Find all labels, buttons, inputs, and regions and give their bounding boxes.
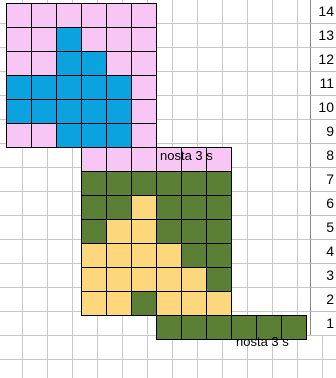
blue-cell[interactable] xyxy=(31,75,57,100)
green-cell[interactable] xyxy=(131,171,157,196)
row-number-10[interactable]: 10 xyxy=(310,95,336,119)
row-number-4[interactable]: 4 xyxy=(310,239,336,263)
green-cell[interactable] xyxy=(181,171,207,196)
blue-cell[interactable] xyxy=(6,75,32,100)
row-number-2[interactable]: 2 xyxy=(310,287,336,311)
yellow-cell[interactable] xyxy=(106,267,132,292)
row-number-6[interactable]: 6 xyxy=(310,191,336,215)
row-number-1[interactable]: 1 xyxy=(310,311,336,335)
yellow-cell[interactable] xyxy=(131,219,157,244)
blue-cell[interactable] xyxy=(56,27,82,52)
green-cell[interactable] xyxy=(156,219,182,244)
row-number-8[interactable]: 8 xyxy=(310,143,336,167)
pink-cell[interactable] xyxy=(131,99,157,124)
blue-cell[interactable] xyxy=(81,123,107,148)
yellow-cell[interactable] xyxy=(181,267,207,292)
pink-cell[interactable] xyxy=(6,27,32,52)
green-cell[interactable] xyxy=(181,219,207,244)
yellow-cell[interactable] xyxy=(156,267,182,292)
green-cell[interactable] xyxy=(106,171,132,196)
pink-cell[interactable] xyxy=(106,27,132,52)
green-cell[interactable] xyxy=(206,219,232,244)
pink-cell[interactable] xyxy=(131,3,157,28)
pause-note-row-9: nosta 3 s xyxy=(160,146,213,166)
green-cell[interactable] xyxy=(181,243,207,268)
blue-cell[interactable] xyxy=(56,51,82,76)
pink-cell[interactable] xyxy=(131,51,157,76)
row-number-12[interactable]: 12 xyxy=(310,47,336,71)
pink-cell[interactable] xyxy=(131,147,157,172)
row-number-9[interactable]: 9 xyxy=(310,119,336,143)
blue-cell[interactable] xyxy=(56,99,82,124)
pause-note-row-2: nosta 3 s xyxy=(236,332,289,352)
green-cell[interactable] xyxy=(206,267,232,292)
pink-cell[interactable] xyxy=(106,147,132,172)
pink-cell[interactable] xyxy=(81,3,107,28)
green-cell[interactable] xyxy=(106,195,132,220)
pink-cell[interactable] xyxy=(31,27,57,52)
row-number-5[interactable]: 5 xyxy=(310,215,336,239)
row-number-7[interactable]: 7 xyxy=(310,167,336,191)
blue-cell[interactable] xyxy=(106,75,132,100)
blue-cell[interactable] xyxy=(81,51,107,76)
blue-cell[interactable] xyxy=(56,123,82,148)
row-number-14[interactable]: 14 xyxy=(310,0,336,23)
yellow-cell[interactable] xyxy=(106,243,132,268)
green-cell[interactable] xyxy=(181,315,207,340)
row-number-11[interactable]: 11 xyxy=(310,71,336,95)
pink-cell[interactable] xyxy=(31,51,57,76)
pink-cell[interactable] xyxy=(81,27,107,52)
green-cell[interactable] xyxy=(156,315,182,340)
green-cell[interactable] xyxy=(156,195,182,220)
yellow-cell[interactable] xyxy=(131,243,157,268)
green-cell[interactable] xyxy=(156,171,182,196)
green-cell[interactable] xyxy=(81,219,107,244)
green-cell[interactable] xyxy=(81,171,107,196)
pink-cell[interactable] xyxy=(106,3,132,28)
pink-cell[interactable] xyxy=(31,3,57,28)
yellow-cell[interactable] xyxy=(156,243,182,268)
green-cell[interactable] xyxy=(206,243,232,268)
pink-cell[interactable] xyxy=(131,123,157,148)
yellow-cell[interactable] xyxy=(81,267,107,292)
pink-cell[interactable] xyxy=(56,3,82,28)
blue-cell[interactable] xyxy=(81,99,107,124)
yellow-cell[interactable] xyxy=(106,219,132,244)
pink-cell[interactable] xyxy=(131,75,157,100)
pink-cell[interactable] xyxy=(6,51,32,76)
yellow-cell[interactable] xyxy=(81,243,107,268)
row-number-3[interactable]: 3 xyxy=(310,263,336,287)
pink-cell[interactable] xyxy=(6,3,32,28)
green-cell[interactable] xyxy=(81,195,107,220)
blue-cell[interactable] xyxy=(106,99,132,124)
green-cell[interactable] xyxy=(206,171,232,196)
blue-cell[interactable] xyxy=(56,75,82,100)
yellow-cell[interactable] xyxy=(131,195,157,220)
yellow-cell[interactable] xyxy=(81,291,107,316)
yellow-cell[interactable] xyxy=(206,291,232,316)
row-number-13[interactable]: 13 xyxy=(310,23,336,47)
yellow-cell[interactable] xyxy=(181,291,207,316)
green-cell[interactable] xyxy=(206,315,232,340)
blue-cell[interactable] xyxy=(81,75,107,100)
pink-cell[interactable] xyxy=(131,27,157,52)
pink-cell[interactable] xyxy=(106,51,132,76)
blue-cell[interactable] xyxy=(106,123,132,148)
green-cell[interactable] xyxy=(181,195,207,220)
pink-cell[interactable] xyxy=(31,123,57,148)
pink-cell[interactable] xyxy=(6,123,32,148)
pink-cell[interactable] xyxy=(81,147,107,172)
green-cell[interactable] xyxy=(131,291,157,316)
yellow-cell[interactable] xyxy=(156,291,182,316)
yellow-cell[interactable] xyxy=(131,267,157,292)
green-cell[interactable] xyxy=(206,195,232,220)
yellow-cell[interactable] xyxy=(106,291,132,316)
blue-cell[interactable] xyxy=(31,99,57,124)
blue-cell[interactable] xyxy=(6,99,32,124)
